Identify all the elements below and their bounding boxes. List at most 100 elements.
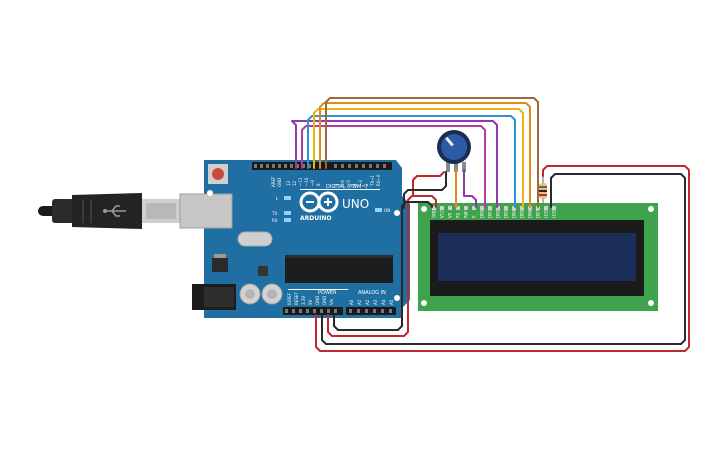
power-pin-label: GND — [322, 296, 327, 305]
header-pin[interactable] — [266, 164, 269, 168]
lcd-pin[interactable] — [496, 206, 500, 210]
wires — [291, 97, 690, 352]
potentiometer[interactable] — [437, 130, 471, 172]
power-pin-label: IOREF — [287, 292, 292, 305]
lcd-pin[interactable] — [512, 206, 516, 210]
header-pin[interactable] — [313, 309, 316, 313]
digital-header — [252, 162, 392, 170]
analog-pin-label: A4 — [381, 299, 386, 305]
header-pin[interactable] — [362, 164, 365, 168]
wire-purple — [291, 120, 498, 208]
lcd-pin[interactable] — [456, 206, 460, 210]
lcd-pin[interactable] — [552, 206, 556, 210]
led-tx-label: TX — [271, 211, 277, 216]
header-pin[interactable] — [348, 164, 351, 168]
lcd-pin[interactable] — [432, 206, 436, 210]
header-pin[interactable] — [284, 164, 287, 168]
lcd-pin[interactable] — [440, 206, 444, 210]
lcd-pin[interactable] — [488, 206, 492, 210]
power-pin-label: 5V — [308, 299, 313, 305]
wire-magenta — [301, 125, 486, 208]
wire-purple-pot — [463, 169, 477, 208]
power-pin-label: GND — [315, 296, 320, 305]
header-pin[interactable] — [341, 164, 344, 168]
digital-pin-label: 2 — [364, 183, 369, 186]
resistor[interactable] — [539, 176, 547, 207]
header-pin[interactable] — [349, 309, 352, 313]
digital-pin-label: ~5 — [346, 180, 351, 186]
header-pin[interactable] — [302, 164, 305, 168]
lcd-pin[interactable] — [448, 206, 452, 210]
potentiometer-knob-indicator — [445, 136, 454, 147]
header-pin[interactable] — [260, 164, 263, 168]
analog-pin-label: A0 — [349, 299, 354, 305]
power-pin-label: Vin — [329, 298, 334, 305]
analog-pin-label: A1 — [357, 299, 362, 305]
lcd-pin[interactable] — [544, 206, 548, 210]
header-pin[interactable] — [290, 164, 293, 168]
header-pin[interactable] — [320, 309, 323, 313]
lcd-pin[interactable] — [520, 206, 524, 210]
header-pin[interactable] — [272, 164, 275, 168]
header-pin[interactable] — [334, 309, 337, 313]
header-pin[interactable] — [355, 164, 358, 168]
header-pin[interactable] — [389, 309, 392, 313]
lcd-pin-label: DB2 — [496, 209, 501, 218]
wire-black-lcd-gnd — [403, 171, 447, 209]
lcd-pin[interactable] — [480, 206, 484, 210]
led-on-label: ON — [384, 208, 390, 213]
usb-cable[interactable] — [38, 193, 180, 229]
header-pin[interactable] — [292, 309, 295, 313]
header-pin[interactable] — [285, 309, 288, 313]
reset-button[interactable] — [208, 164, 228, 184]
digital-pin-label: 8 — [316, 183, 321, 186]
power-pin-label: 3.3V — [301, 296, 306, 305]
header-pin[interactable] — [369, 164, 372, 168]
header-pin[interactable] — [383, 164, 386, 168]
lcd-pin[interactable] — [472, 206, 476, 210]
header-pin[interactable] — [296, 164, 299, 168]
mounting-hole — [207, 190, 213, 196]
digital-pin-label: TX→1 — [370, 174, 375, 187]
wire-yellow — [313, 108, 524, 208]
header-pin[interactable] — [278, 164, 281, 168]
lcd-mounting-hole — [648, 300, 654, 306]
digital-pin-label: 13 — [286, 180, 291, 186]
lcd-pin-label: DB5 — [520, 209, 525, 218]
header-pin[interactable] — [381, 309, 384, 313]
voltage-regulator — [212, 258, 228, 272]
arduino-uno-board[interactable]: L TX RX ON ARDUINO UNO DIGITAL (PWM~) PO… — [179, 160, 410, 318]
header-pin[interactable] — [373, 309, 376, 313]
capacitor — [261, 283, 283, 305]
digital-pin-label: 7 — [334, 183, 339, 186]
header-pin[interactable] — [376, 164, 379, 168]
lcd-pin[interactable] — [464, 206, 468, 210]
digital-pin-label: RX←0 — [376, 174, 381, 186]
wire-black-led — [321, 173, 686, 345]
wire-resistor-top — [315, 165, 690, 352]
gnd-label: GND — [277, 178, 282, 187]
lcd-pin-label: DB7 — [536, 209, 541, 218]
led-rx — [284, 218, 291, 222]
header-pin[interactable] — [306, 309, 309, 313]
power-pin-label: RESET — [294, 292, 299, 305]
header-pin[interactable] — [254, 164, 257, 168]
digital-pin-label: 4 — [352, 183, 357, 186]
header-pin[interactable] — [365, 309, 368, 313]
digital-pin-label: 12 — [292, 180, 297, 186]
header-pin[interactable] — [299, 309, 302, 313]
aref-label: AREF — [271, 176, 276, 187]
lcd-pin[interactable] — [504, 206, 508, 210]
header-pin[interactable] — [308, 164, 311, 168]
led-on — [375, 208, 382, 212]
header-pin[interactable] — [357, 309, 360, 313]
led-rx-label: RX — [272, 218, 278, 223]
header-pin[interactable] — [327, 309, 330, 313]
analog-header — [346, 307, 396, 315]
analog-label: ANALOG IN — [358, 290, 386, 296]
header-pin[interactable] — [334, 164, 337, 168]
brand-label: ARDUINO — [300, 215, 331, 222]
arduino-infinity-logo — [299, 191, 339, 213]
